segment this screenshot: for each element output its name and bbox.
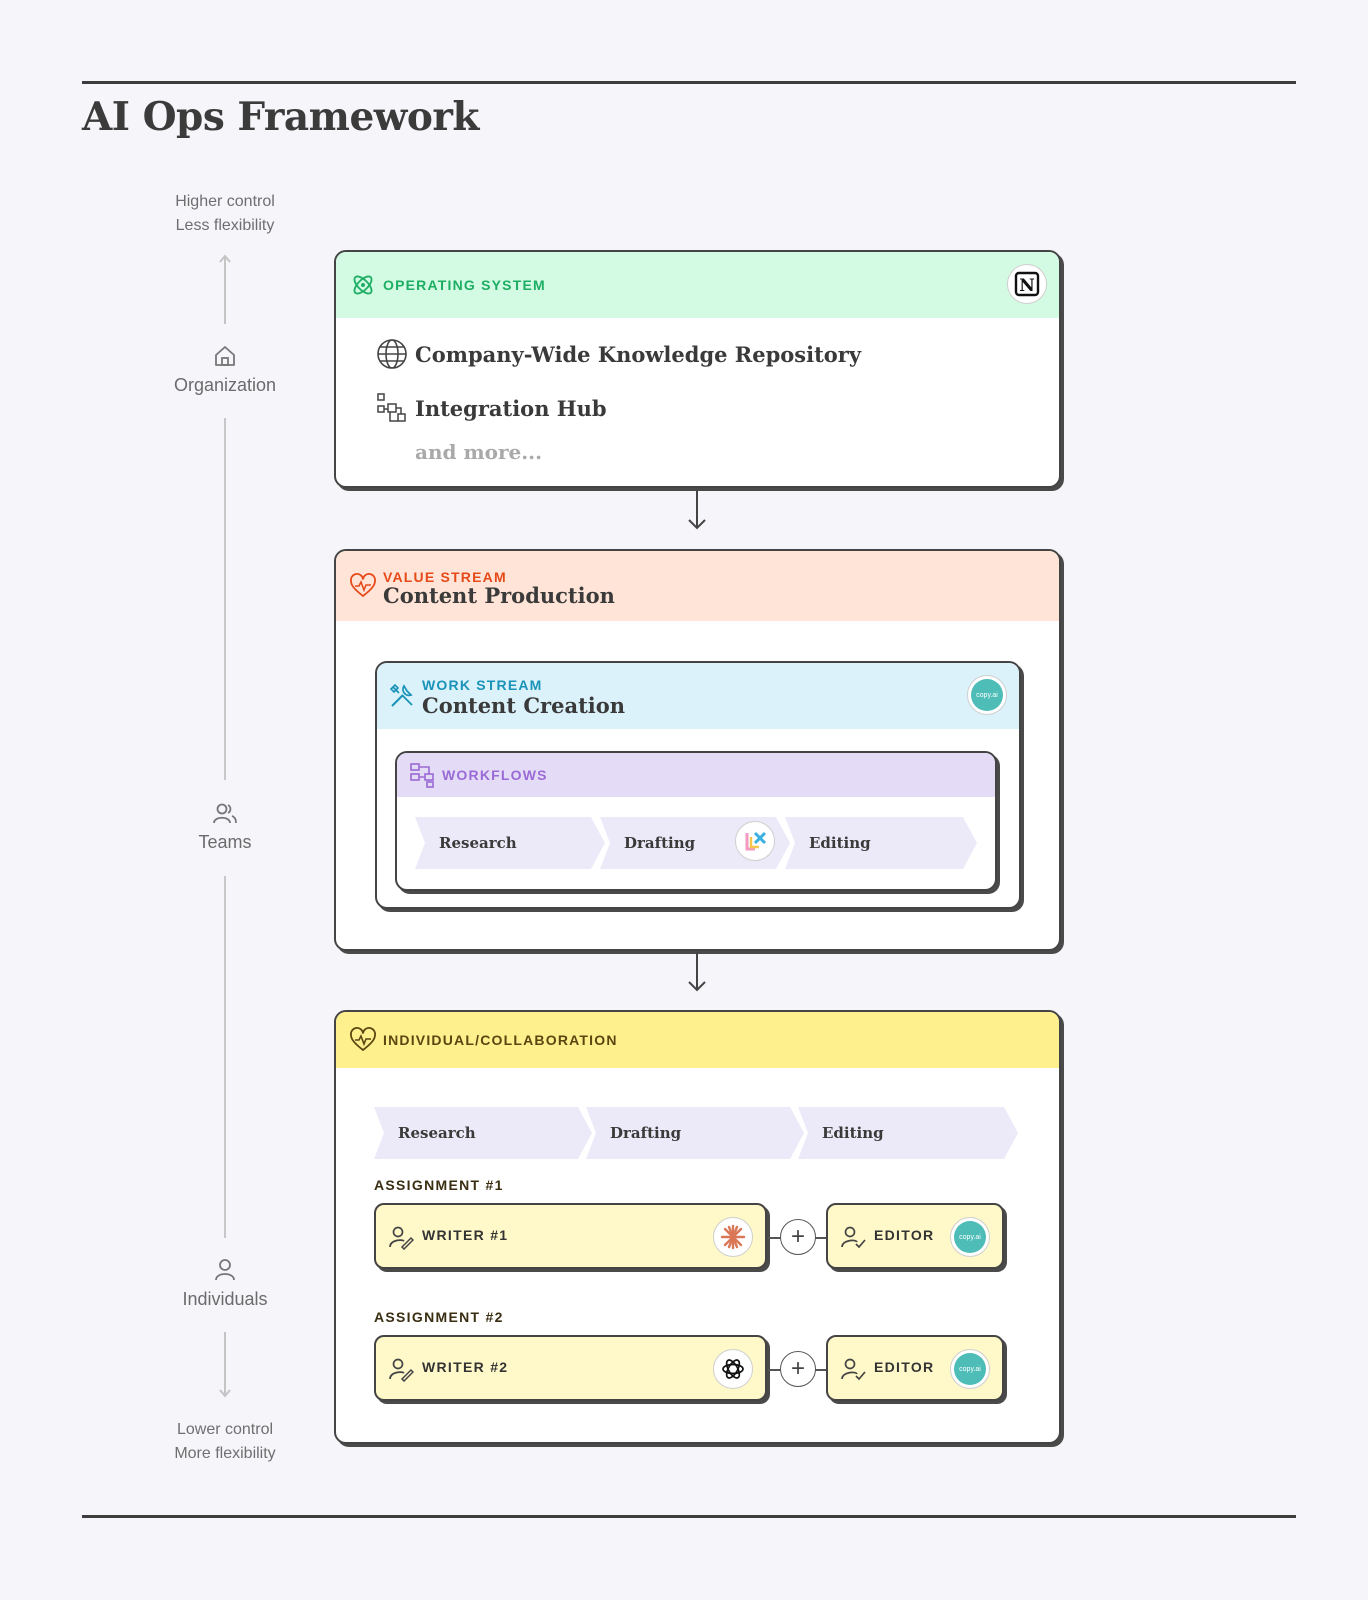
workflows-header: WORKFLOWS [397, 753, 995, 797]
value-stream-kicker: VALUE STREAM [383, 569, 507, 585]
home-icon [215, 346, 235, 366]
operating-system-card: OPERATING SYSTEM N Company-Wide Knowledg… [334, 250, 1061, 488]
and-more-text: and more... [415, 440, 543, 464]
axis-down-arrow [219, 1332, 231, 1398]
individual-kicker: INDIVIDUAL/COLLABORATION [383, 1032, 618, 1048]
value-stream-card: VALUE STREAM Content Production WORK STR… [334, 549, 1061, 951]
knowledge-repository-item: Company-Wide Knowledge Repository [415, 342, 862, 367]
editor-2-label: EDITOR [874, 1359, 935, 1375]
writer-icon [389, 1358, 414, 1382]
heart-pulse-icon [350, 1027, 376, 1051]
editor-1-card: EDITOR copy.ai [826, 1203, 1004, 1269]
writer-1-card: WRITER #1 [374, 1203, 767, 1269]
down-arrow-icon [688, 490, 706, 530]
assignment-1-label: ASSIGNMENT #1 [374, 1177, 504, 1193]
bottom-rule [82, 1515, 1296, 1518]
editor-2-card: EDITOR copy.ai [826, 1335, 1004, 1401]
lex-logo-icon [735, 821, 775, 861]
axis-line-upper [224, 418, 226, 780]
editor-icon [841, 1226, 866, 1249]
heart-pulse-icon [350, 573, 376, 597]
notion-logo-icon: N [1007, 264, 1047, 304]
writer-icon [389, 1226, 414, 1250]
writer-1-label: WRITER #1 [422, 1227, 509, 1243]
claude-logo-icon [713, 1217, 753, 1257]
copyai-badge: copy.ai [967, 675, 1007, 715]
page-title: AI Ops Framework [82, 94, 479, 140]
team-icon [213, 803, 237, 824]
individual-step-research: Research [374, 1107, 592, 1159]
copyai-logo-icon: copy.ai [954, 1221, 986, 1253]
copyai-logo-icon: copy.ai [971, 679, 1003, 711]
axis-line-lower [224, 876, 226, 1238]
operating-system-kicker: OPERATING SYSTEM [383, 277, 546, 293]
plus-icon: + [780, 1219, 816, 1255]
tools-icon [389, 683, 413, 707]
value-stream-header: VALUE STREAM Content Production [336, 551, 1059, 621]
atom-icon [353, 275, 373, 295]
svg-text:N: N [1019, 276, 1035, 296]
plus-icon: + [780, 1351, 816, 1387]
work-stream-header: WORK STREAM Content Creation copy.ai [377, 663, 1019, 729]
writer-2-label: WRITER #2 [422, 1359, 509, 1375]
workflow-step-research: Research [415, 817, 605, 869]
operating-system-body: Company-Wide Knowledge Repository Integr… [336, 318, 1059, 486]
workflow-step-editing: Editing [785, 817, 977, 869]
work-stream-kicker: WORK STREAM [422, 677, 543, 693]
top-rule [82, 81, 1296, 84]
axis-label-individuals: Individuals [182, 1289, 268, 1309]
globe-icon [377, 339, 407, 369]
editor-1-label: EDITOR [874, 1227, 935, 1243]
axis-label-teams: Teams [198, 832, 252, 852]
workflows-card: WORKFLOWS Research Drafting Editing [395, 751, 997, 891]
operating-system-header: OPERATING SYSTEM N [336, 252, 1059, 318]
axis-top-caption: Higher control Less flexibility [175, 193, 275, 234]
copyai-logo-icon: copy.ai [954, 1353, 986, 1385]
down-arrow-icon [688, 952, 706, 992]
assignment-2-label: ASSIGNMENT #2 [374, 1309, 504, 1325]
axis-bottom-caption: Lower control More flexibility [174, 1421, 276, 1462]
integration-hub-item: Integration Hub [415, 396, 607, 421]
axis-label-organization: Organization [173, 375, 277, 395]
work-stream-title: Content Creation [422, 693, 626, 718]
openai-logo-icon [713, 1349, 753, 1389]
individual-header: INDIVIDUAL/COLLABORATION [336, 1012, 1059, 1068]
writer-2-card: WRITER #2 [374, 1335, 767, 1401]
axis-up-arrow [219, 254, 231, 324]
work-stream-card: WORK STREAM Content Creation copy.ai WOR… [375, 661, 1021, 909]
individual-step-editing: Editing [798, 1107, 1018, 1159]
workflows-kicker: WORKFLOWS [442, 767, 548, 783]
copyai-badge: copy.ai [950, 1217, 990, 1257]
person-icon [215, 1259, 235, 1281]
workflow-icon [410, 763, 434, 788]
editor-icon [841, 1358, 866, 1381]
value-stream-title: Content Production [383, 583, 615, 608]
copyai-badge: copy.ai [950, 1349, 990, 1389]
individual-step-drafting: Drafting [586, 1107, 804, 1159]
integration-hub-icon [377, 393, 406, 422]
